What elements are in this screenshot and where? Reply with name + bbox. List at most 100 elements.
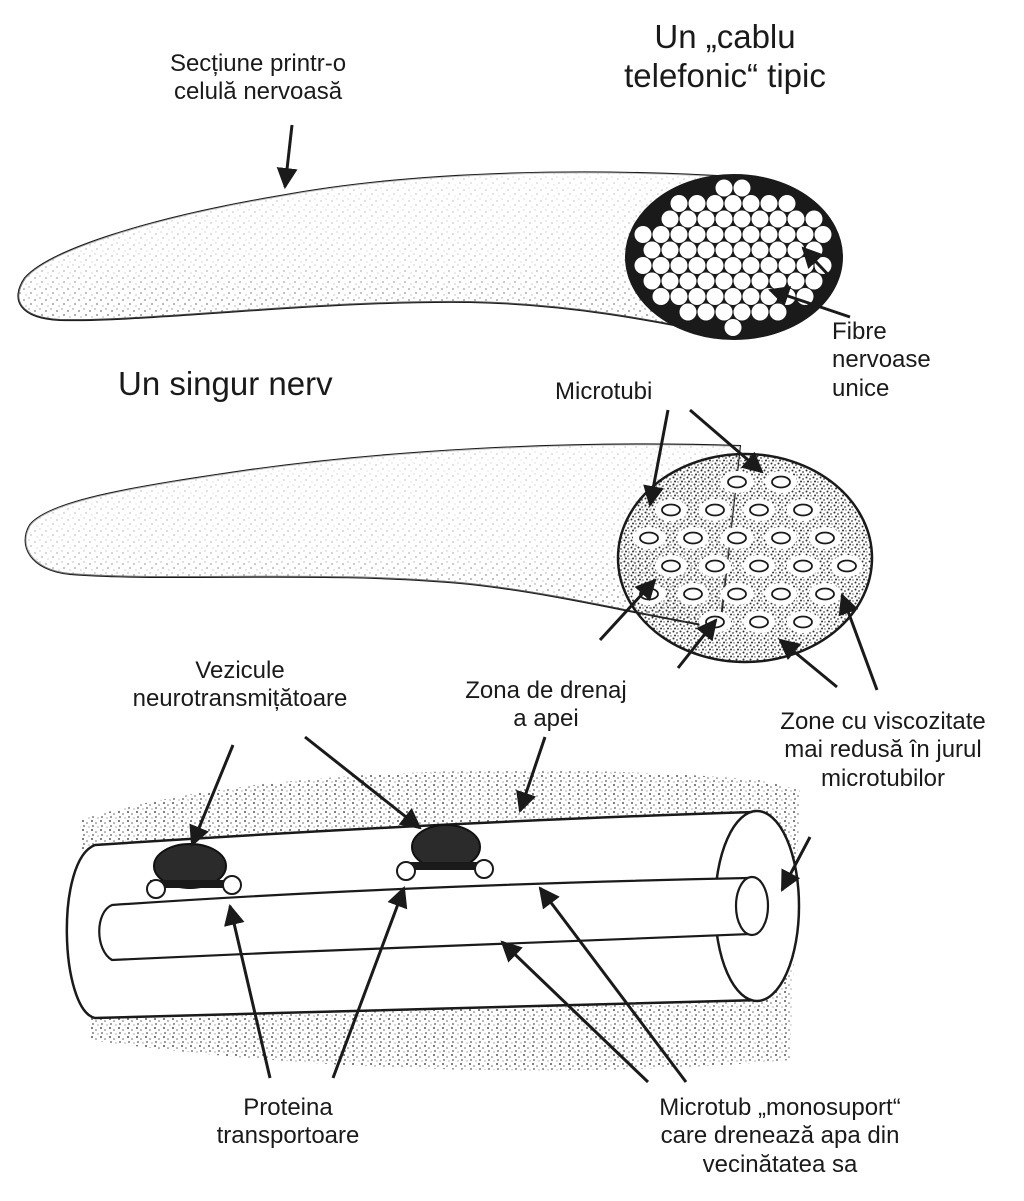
nerve-fiber [725,288,742,305]
nerve-fiber [770,242,787,259]
label-telephone-cable: Un „cablu telefonic“ tipic [580,18,870,96]
nerve-fiber [806,242,823,259]
nerve-fiber [689,226,706,243]
microtubule-ring [655,555,687,577]
microtubule-ring [743,611,775,633]
nerve-fiber [716,180,733,197]
nerve-fiber [734,180,751,197]
nerve-fiber [662,211,679,228]
microtubule-ring [765,527,797,549]
nerve-fiber [788,273,805,290]
microtubule-ring [765,583,797,605]
nerve-fiber [680,304,697,321]
microtubule-ring [655,499,687,521]
nerve-fiber [725,257,742,274]
nerve-fiber [770,211,787,228]
label-nerve-fibers: Fibre nervoase unice [832,318,972,403]
nerve-fiber [779,195,796,212]
label-transport-protein: Proteina transportoare [188,1094,388,1151]
nerve-fiber [770,273,787,290]
nerve-fiber [689,257,706,274]
nerve-fiber [815,257,832,274]
nerve-fiber [734,273,751,290]
nerve-fiber [707,288,724,305]
nerve-fiber [689,195,706,212]
arrow-viscosity-2 [842,595,877,690]
microtubule-ring [721,583,753,605]
label-vesicles: Vezicule neurotransmițătoare [120,657,360,714]
nerve-fiber [779,257,796,274]
microtubule-ring [787,499,819,521]
nerve-fiber [743,288,760,305]
nerve-fiber [644,242,661,259]
nerve-fiber [653,226,670,243]
nerve-fiber [716,273,733,290]
nerve-fiber [797,226,814,243]
nerve-fiber [752,273,769,290]
nerve-fiber [707,195,724,212]
nerve-fiber [698,211,715,228]
microtubule-ring [677,583,709,605]
microtubule-ring [633,527,665,549]
nerve-fiber [680,242,697,259]
nerve-fiber [716,242,733,259]
microtubule-ring [765,471,797,493]
nerve-fiber [815,226,832,243]
microtubule-ring [743,499,775,521]
nerve-fiber [743,257,760,274]
nerve-fiber [653,257,670,274]
nerve-fiber [806,273,823,290]
microtubule-ring [809,583,841,605]
nerve-fiber [671,288,688,305]
nerve-fiber [698,304,715,321]
label-microtubules: Microtubi [555,378,695,406]
nerve-fiber [680,273,697,290]
nerve-fiber [671,195,688,212]
microtubule-ring [787,555,819,577]
nerve-fiber [752,211,769,228]
nerve-fiber [788,211,805,228]
label-section-cell: Secțiune printr-o celulă nervoasă [128,50,388,107]
nerve-fiber [707,226,724,243]
microtubule-ring [743,555,775,577]
label-single-nerve: Un singur nerv [118,365,378,404]
microtubule-ring [699,499,731,521]
nerve-fiber [680,211,697,228]
nerve-fiber [806,211,823,228]
nerve-fiber [698,273,715,290]
microtubule-ring [699,555,731,577]
nerve-fiber [707,257,724,274]
nerve-fiber [698,242,715,259]
nerve-fiber [653,288,670,305]
nerve-fiber [716,304,733,321]
microtubule-ring [721,471,753,493]
nerve-fiber [734,211,751,228]
arrow-section-cell [285,125,292,187]
nerve-fiber [671,257,688,274]
microtubule-ring [809,527,841,549]
nerve-fiber [725,319,742,336]
nerve-fiber [752,242,769,259]
nerve-fiber [635,257,652,274]
label-mono-microtubule: Microtub „monosuport“ care drenează apa … [615,1094,945,1179]
nerve-fiber [743,226,760,243]
nerve-fiber [671,226,688,243]
label-drainage-zone: Zona de drenaj a apei [436,677,656,734]
nerve-fiber [662,273,679,290]
label-low-viscosity: Zone cu viscozitate mai redusă în jurul … [748,708,1018,793]
microtubule-ring [721,527,753,549]
nerve-fiber [797,257,814,274]
nerve-cross-section [618,454,872,662]
nerve-fiber [635,226,652,243]
nerve-fiber [779,226,796,243]
nerve-fiber [788,242,805,259]
microtubule-ring [787,611,819,633]
nerve-fiber [743,195,760,212]
nerve-fiber [689,288,706,305]
nerve-fiber [734,304,751,321]
nerve-fiber [662,242,679,259]
nerve-fiber [761,195,778,212]
nerve-fiber [644,273,661,290]
nerve-fiber [761,226,778,243]
